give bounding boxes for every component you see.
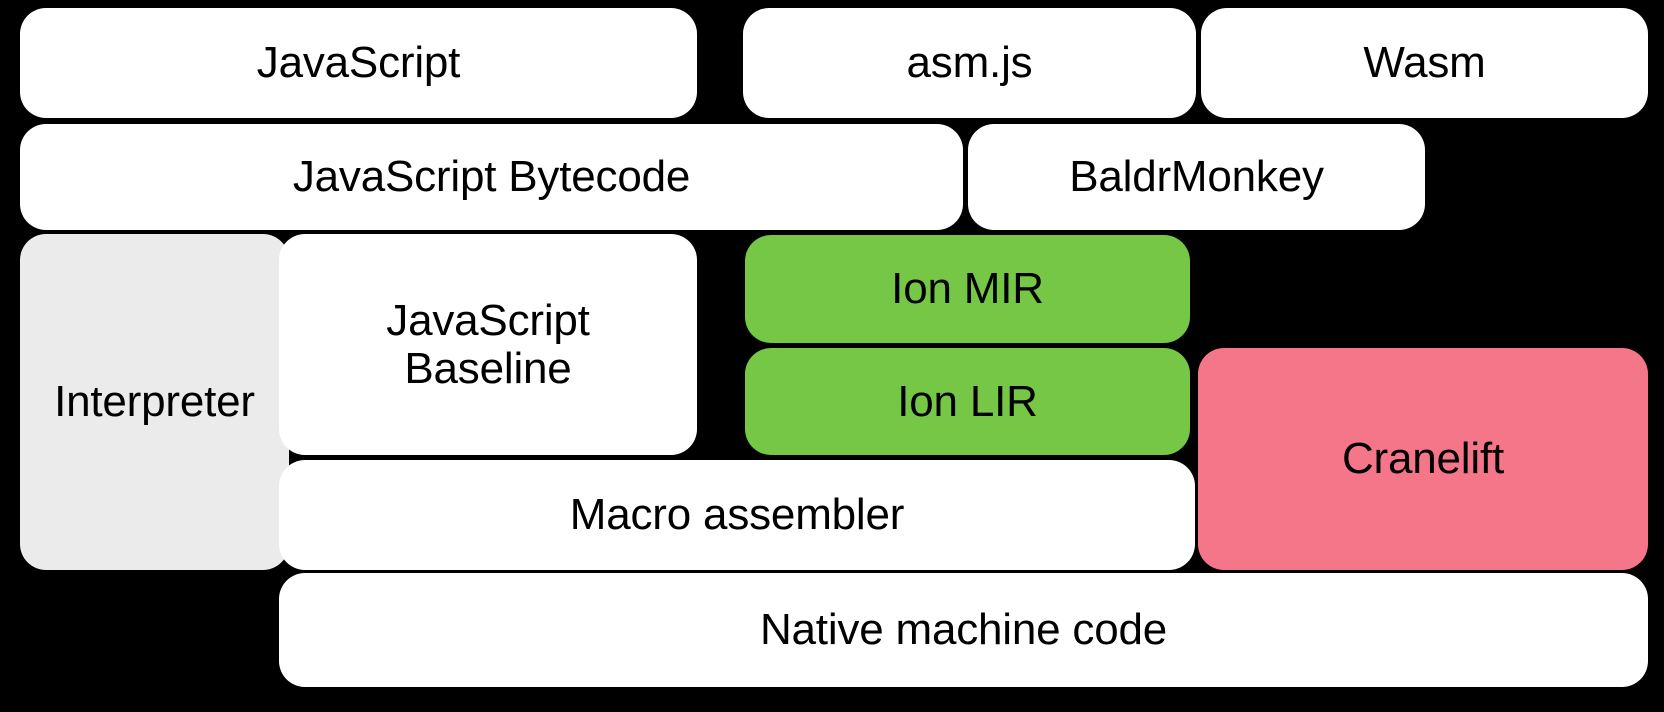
node-javascript-bytecode[interactable]: JavaScript Bytecode bbox=[20, 124, 963, 230]
node-macro-assembler[interactable]: Macro assembler bbox=[279, 460, 1195, 570]
node-javascript[interactable]: JavaScript bbox=[20, 8, 697, 118]
node-cranelift[interactable]: Cranelift bbox=[1198, 348, 1648, 570]
node-ion-mir[interactable]: Ion MIR bbox=[745, 235, 1190, 343]
node-baldrmonkey[interactable]: BaldrMonkey bbox=[968, 124, 1425, 230]
node-javascript-baseline[interactable]: JavaScript Baseline bbox=[279, 234, 697, 455]
node-asm-js[interactable]: asm.js bbox=[743, 8, 1196, 118]
node-wasm[interactable]: Wasm bbox=[1201, 8, 1648, 118]
node-native-machine-code[interactable]: Native machine code bbox=[279, 573, 1648, 687]
node-interpreter[interactable]: Interpreter bbox=[20, 234, 289, 570]
node-ion-lir[interactable]: Ion LIR bbox=[745, 348, 1190, 455]
